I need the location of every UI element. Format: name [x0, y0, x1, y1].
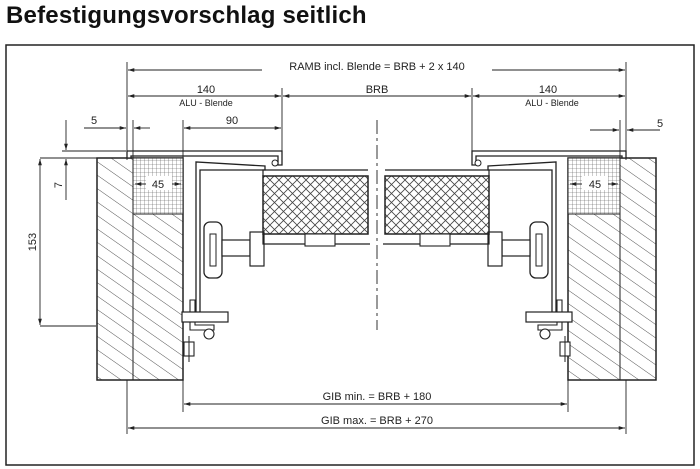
right-bracket — [525, 311, 573, 323]
left-blende — [126, 150, 283, 166]
drawing-frame — [5, 44, 695, 466]
right-5-label: 5 — [657, 118, 663, 130]
right-alu-label: ALU - Blende — [525, 98, 579, 108]
gib-min-label: GIB min. = BRB + 180 — [323, 391, 432, 403]
ramb-label: RAMB incl. Blende = BRB + 2 x 140 — [289, 61, 464, 73]
left-5-label: 5 — [91, 115, 97, 127]
right-140-label: 140 — [539, 84, 557, 96]
left-alu-label: ALU - Blende — [179, 98, 233, 108]
v-153-label: 153 — [27, 233, 39, 251]
brb-label: BRB — [366, 84, 389, 96]
v-7-label: 7 — [53, 182, 65, 188]
left-90-label: 90 — [226, 115, 238, 127]
left-door-panel — [262, 175, 369, 235]
left-45-label: 45 — [152, 179, 164, 191]
page-title: Befestigungsvorschlag seitlich — [6, 2, 367, 29]
left-140-label: 140 — [197, 84, 215, 96]
right-45-label: 45 — [589, 179, 601, 191]
left-bracket — [181, 311, 229, 323]
right-door-panel — [384, 175, 490, 235]
gib-max-label: GIB max. = BRB + 270 — [321, 415, 433, 427]
